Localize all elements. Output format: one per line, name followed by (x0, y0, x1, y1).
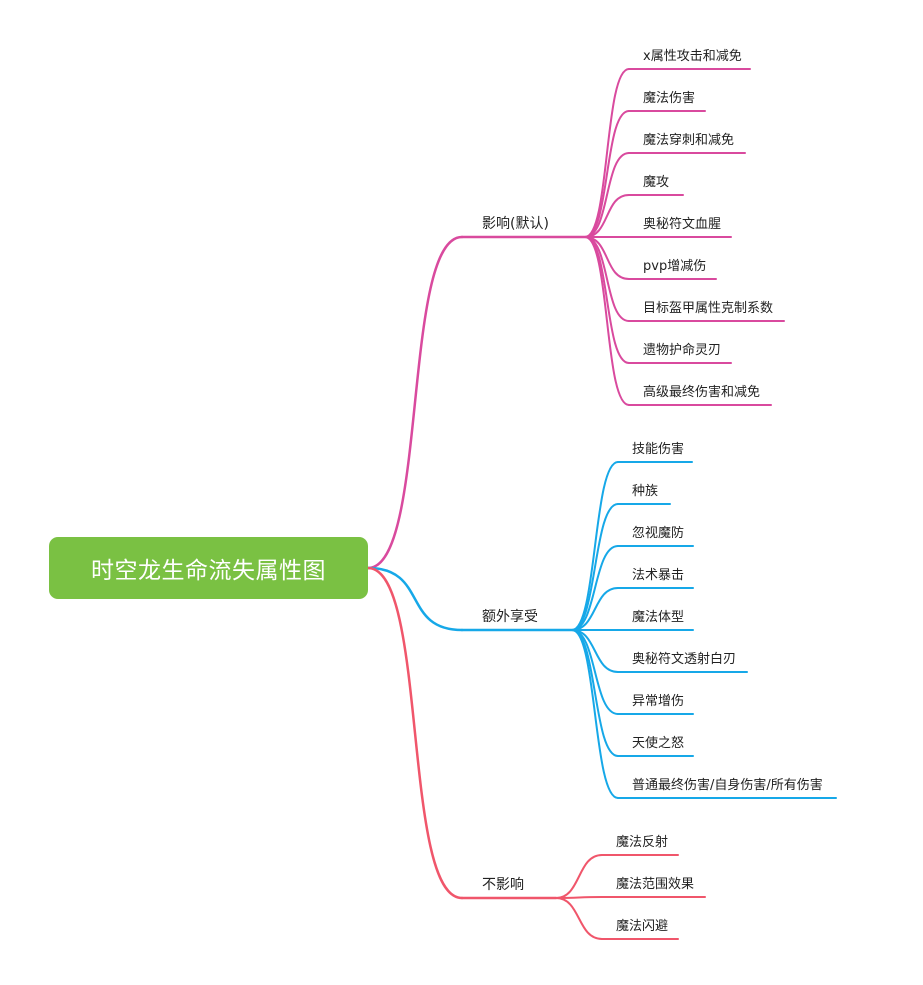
connector-affect-7 (584, 236, 630, 322)
branch-affect-label[interactable]: 影响(默认) (482, 216, 549, 232)
connector-affect-4 (584, 194, 630, 238)
connector-affect-2 (584, 110, 630, 238)
leaf-extra-4[interactable]: 法术暴击 (632, 568, 685, 583)
connector-extra-9 (571, 629, 619, 799)
leaf-affect-6[interactable]: pvp增减伤 (643, 259, 707, 274)
root-label: 时空龙生命流失属性图 (91, 558, 326, 584)
leaf-extra-9[interactable]: 普通最终伤害/自身伤害/所有伤害 (632, 778, 823, 793)
connector-extra-7 (571, 629, 619, 715)
leaf-affect-5[interactable]: 奥秘符文血腥 (643, 217, 722, 232)
leaf-affect-7[interactable]: 目标盔甲属性克制系数 (643, 301, 774, 316)
leaf-affect-4[interactable]: 魔攻 (643, 175, 670, 190)
connector-extra-3 (571, 545, 619, 631)
branch-extra-label[interactable]: 额外享受 (482, 609, 538, 625)
leaf-extra-1[interactable]: 技能伤害 (632, 442, 685, 457)
leaf-extra-7[interactable]: 异常增伤 (632, 694, 685, 709)
leaf-extra-5[interactable]: 魔法体型 (632, 610, 685, 625)
connector-root-affect (366, 235, 464, 570)
leaf-affect-3[interactable]: 魔法穿刺和减免 (643, 133, 735, 148)
leaf-none-3[interactable]: 魔法闪避 (616, 919, 669, 934)
leaf-affect-1[interactable]: x属性攻击和减免 (643, 49, 742, 64)
connector-affect-1 (584, 68, 630, 238)
connector-root-extra (366, 566, 464, 632)
root-node[interactable]: 时空龙生命流失属性图 (49, 537, 368, 599)
leaf-extra-8[interactable]: 天使之怒 (632, 736, 685, 751)
leaf-none-1[interactable]: 魔法反射 (616, 835, 669, 850)
leaf-extra-3[interactable]: 忽视魔防 (632, 526, 685, 541)
connector-affect-3 (584, 152, 630, 238)
connector-affect-9 (584, 236, 630, 406)
connector-extra-1 (571, 461, 619, 631)
connector-none-1 (555, 854, 603, 899)
connector-extra-4 (571, 587, 619, 631)
leaf-extra-2[interactable]: 种族 (632, 484, 659, 499)
connector-none-3 (555, 897, 603, 940)
connector-extra-2 (571, 503, 619, 631)
leaf-affect-2[interactable]: 魔法伤害 (643, 91, 696, 106)
connector-none-2 (555, 896, 603, 899)
leaf-affect-8[interactable]: 遗物护命灵刃 (643, 343, 722, 358)
leaf-none-2[interactable]: 魔法范围效果 (616, 877, 695, 892)
branch-none-label[interactable]: 不影响 (482, 877, 524, 893)
leaf-extra-6[interactable]: 奥秘符文透射白刃 (632, 652, 737, 667)
connector-root-none (366, 566, 464, 900)
leaf-affect-9[interactable]: 高级最终伤害和减免 (643, 385, 761, 400)
